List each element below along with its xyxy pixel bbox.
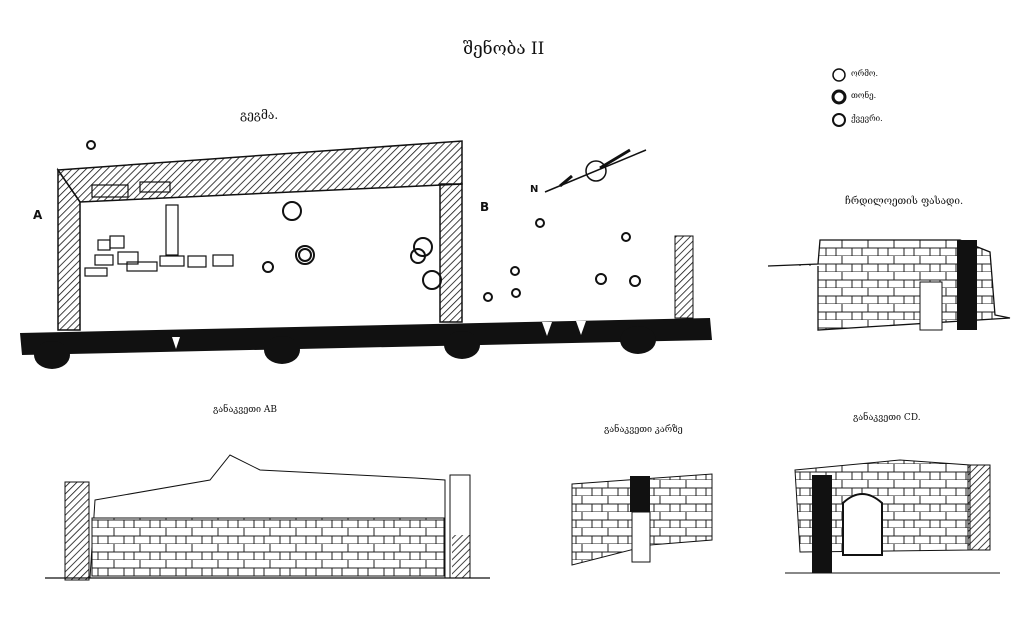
legend-item-kvevri: ქვევრი. — [851, 114, 883, 123]
section-point-b: B — [480, 200, 490, 214]
legend-pit-symbol — [832, 68, 846, 82]
legend-kvevri-symbol — [832, 113, 846, 127]
plan-west-wall — [57, 167, 81, 331]
section-ab-label: განაკვეთი AB — [213, 405, 278, 415]
drawing-title: შენობა II — [463, 39, 545, 59]
plan-label: გეგმა. — [240, 108, 279, 122]
plan-wall-buttresses — [34, 326, 656, 369]
plan-east-wall — [439, 183, 463, 323]
north-arrow-icon — [544, 148, 647, 193]
legend-tone-symbol — [831, 89, 847, 105]
section-door-label: განაკვეთი კარზე — [604, 425, 683, 435]
legend-item-pit: ორმო. — [851, 69, 879, 78]
section-point-a: A — [33, 208, 43, 222]
facade-label: ჩრდილოეთის ფასადი. — [845, 196, 964, 207]
legend-item-tone: თონე. — [851, 91, 877, 100]
plan-wall-gaps — [172, 321, 586, 349]
plan-south-wall — [20, 318, 712, 355]
plan-north-wall — [56, 140, 463, 203]
section-cd-label: განაკვეთი CD. — [853, 413, 921, 423]
plan-stone-rubble — [84, 181, 234, 277]
plan-pits — [86, 140, 641, 302]
plan-outer-wall — [674, 235, 694, 319]
north-label: N — [530, 184, 539, 195]
section-cd-drawing — [785, 459, 1000, 574]
section-ab-drawing — [45, 454, 490, 581]
facade-drawing — [767, 239, 1011, 331]
section-door-drawing — [571, 473, 713, 566]
legend-symbols — [831, 68, 847, 127]
plan-drawing — [20, 140, 712, 369]
